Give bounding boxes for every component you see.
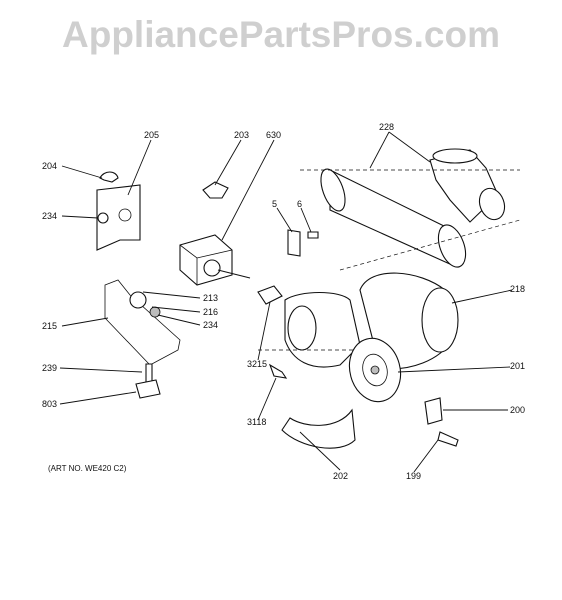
screw-drawing bbox=[307, 231, 319, 239]
callout-218: 218 bbox=[510, 284, 525, 294]
shield-drawing bbox=[281, 408, 356, 449]
callout-205: 205 bbox=[144, 130, 159, 140]
callout-213: 213 bbox=[203, 293, 218, 303]
callout-216: 216 bbox=[203, 307, 218, 317]
blower-wheel-drawing bbox=[348, 337, 402, 403]
callout-200: 200 bbox=[510, 405, 525, 415]
small-screw-drawing bbox=[145, 363, 153, 383]
callout-3215: 3215 bbox=[247, 359, 267, 369]
motor-clip-drawing bbox=[202, 181, 229, 199]
callout-3118: 3118 bbox=[247, 417, 266, 427]
clip-drawing bbox=[99, 171, 119, 183]
shaft-screw-drawing bbox=[268, 363, 288, 379]
callout-239: 239 bbox=[42, 363, 57, 373]
callout-6: 6 bbox=[297, 199, 302, 209]
switch-drawing bbox=[135, 379, 161, 399]
art-number-note: (ART NO. WE420 C2) bbox=[48, 464, 127, 473]
washer-drawing bbox=[97, 212, 109, 224]
callout-201: 201 bbox=[510, 361, 525, 371]
motor-drawing bbox=[179, 234, 251, 286]
callout-803: 803 bbox=[42, 399, 57, 409]
callout-204: 204 bbox=[42, 161, 57, 171]
leader-lines bbox=[59, 131, 513, 473]
callout-202: 202 bbox=[333, 471, 348, 481]
callout-203: 203 bbox=[234, 130, 249, 140]
callout-228: 228 bbox=[379, 122, 394, 132]
coupling-drawing bbox=[257, 285, 283, 305]
callout-630: 630 bbox=[266, 130, 281, 140]
exhaust-duct-drawing bbox=[300, 148, 521, 271]
drive-belt-drawing bbox=[104, 279, 181, 366]
callout-199: 199 bbox=[406, 471, 421, 481]
idler-bracket-drawing bbox=[96, 184, 141, 251]
watermark-text: AppliancePartsPros.com bbox=[62, 14, 500, 55]
callout-234-lower: 234 bbox=[203, 320, 218, 330]
callout-234-upper: 234 bbox=[42, 211, 57, 221]
bolt-drawing bbox=[437, 431, 459, 447]
callout-5: 5 bbox=[272, 199, 277, 209]
bracket-drawing bbox=[287, 229, 301, 257]
callout-215: 215 bbox=[42, 321, 57, 331]
mount-bracket-drawing bbox=[424, 397, 443, 425]
